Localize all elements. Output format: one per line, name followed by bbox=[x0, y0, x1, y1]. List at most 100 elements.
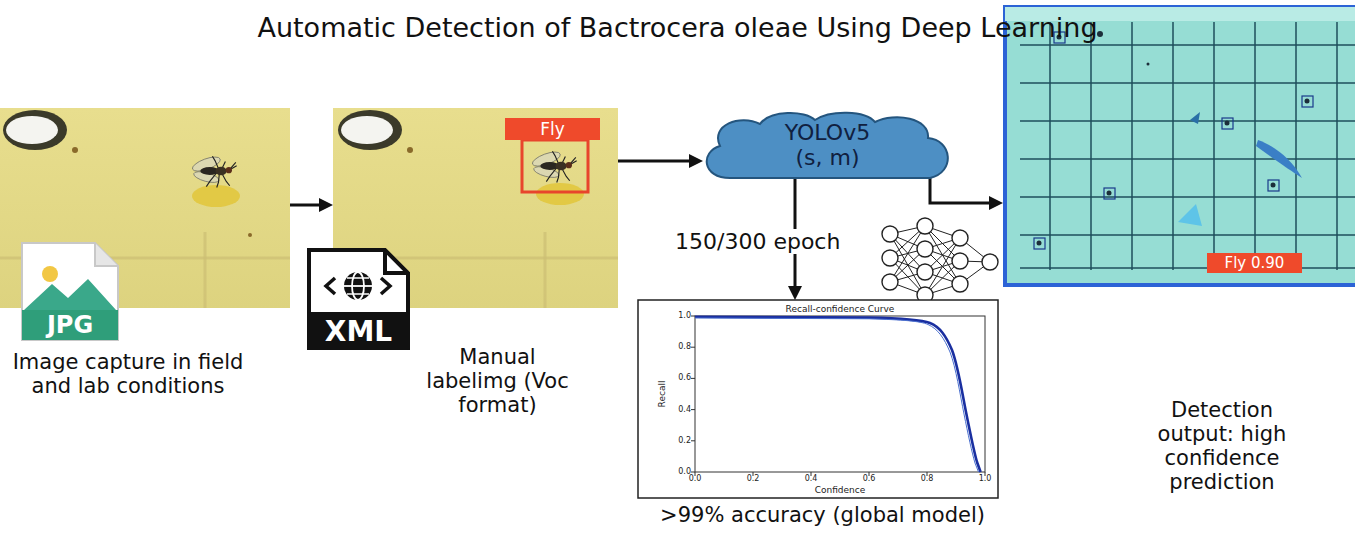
recall-chart-part-part bbox=[691, 440, 695, 441]
neural-net-icon-part-part bbox=[882, 250, 898, 266]
sticky-trap-output-part-part bbox=[1037, 241, 1042, 246]
neural-net-icon bbox=[882, 218, 998, 303]
neural-net-icon-part-part bbox=[952, 253, 968, 269]
sticky-trap-output-part-part bbox=[1268, 180, 1279, 191]
jpg-icon-part bbox=[42, 266, 58, 282]
photo-node: Image capture in field and lab condition… bbox=[0, 108, 290, 308]
xml-icon-part bbox=[326, 278, 335, 294]
tick-label: 0.8 bbox=[678, 342, 691, 352]
xml-icon-part bbox=[344, 285, 372, 287]
trap-photo-part bbox=[204, 232, 207, 308]
neural-net-icon-part-part bbox=[917, 264, 933, 280]
labelled-photo-part bbox=[338, 110, 402, 150]
sticky-trap-output-part-part bbox=[1097, 31, 1103, 37]
tick-label: 0.8 bbox=[921, 474, 934, 484]
detection-label-box: Fly 0.90 bbox=[1207, 253, 1302, 273]
sticky-trap-output-part-part bbox=[1020, 82, 1355, 84]
tick-label: 0.2 bbox=[747, 474, 760, 484]
sticky-trap-output-part-part bbox=[1020, 267, 1355, 269]
sticky-trap-output-part-part bbox=[1147, 63, 1150, 66]
output-image: Detection output: high confidence predic… bbox=[1003, 5, 1355, 285]
tick-label: 0.4 bbox=[805, 474, 818, 484]
neural-net-icon-part-part bbox=[982, 254, 998, 270]
sticky-trap-output-part-part bbox=[1090, 22, 1092, 270]
tick-label: 0.2 bbox=[678, 436, 691, 446]
neural-net-icon-part bbox=[882, 218, 998, 303]
jpg-icon-part bbox=[22, 310, 118, 340]
trap-photo-part bbox=[0, 108, 290, 308]
neural-net-icon-part-part bbox=[917, 218, 933, 234]
tick-label: 1.0 bbox=[979, 474, 992, 484]
sticky-trap-output-part-part bbox=[1222, 118, 1233, 129]
tick-label: 0.4 bbox=[678, 405, 691, 415]
xml-icon-part bbox=[307, 312, 410, 350]
diagram-title: Automatic Detection of Bactrocera oleae … bbox=[0, 12, 1355, 43]
flow-arrow bbox=[930, 178, 1003, 210]
xml-icon-part bbox=[381, 278, 390, 294]
recall-chart-part-part bbox=[691, 316, 695, 317]
neural-net-icon-part-part bbox=[882, 274, 898, 290]
sticky-trap-output-part-part bbox=[1305, 99, 1310, 104]
arrow-head bbox=[689, 154, 703, 168]
sticky-trap-output-part-part bbox=[1034, 238, 1045, 249]
xml-icon-part bbox=[385, 250, 408, 273]
recall-chart-part bbox=[691, 316, 985, 476]
photo-node: Manual labelimg (Voc format)Fly bbox=[333, 108, 618, 308]
sticky-trap-output-part bbox=[1034, 32, 1313, 249]
recall-chart-part-part bbox=[691, 409, 695, 410]
recall-chart-part-part bbox=[691, 347, 695, 348]
xml-icon-part bbox=[344, 272, 372, 300]
sticky-trap-output-part-part bbox=[1107, 191, 1112, 196]
arrow-line bbox=[618, 160, 695, 163]
arrow-line bbox=[930, 178, 995, 203]
tick-label: 1.0 bbox=[678, 311, 691, 321]
icon-label: XML bbox=[307, 312, 410, 350]
xml-icon-part bbox=[347, 277, 369, 279]
caption-text: Detection output: high confidence predic… bbox=[1147, 398, 1297, 495]
trap-photo-part bbox=[191, 154, 237, 187]
recall-chart-part-part bbox=[691, 472, 695, 473]
file-icon: XML bbox=[307, 248, 410, 350]
tick-label: 0.6 bbox=[863, 474, 876, 484]
arrow-head bbox=[788, 286, 802, 300]
tick-label: 0.0 bbox=[689, 474, 702, 484]
sticky-trap-output-part bbox=[1020, 22, 1355, 270]
labelled-photo-part bbox=[522, 140, 588, 192]
sticky-trap-output-part-part bbox=[1020, 196, 1355, 198]
sticky-trap-output-part-part bbox=[1271, 183, 1276, 188]
arrow-head bbox=[989, 196, 1003, 210]
sticky-trap-output-part-part bbox=[1213, 22, 1215, 270]
sticky-trap-output-part-part bbox=[1254, 22, 1256, 270]
axis-title: Recall bbox=[657, 381, 667, 408]
recall-chart bbox=[638, 300, 998, 498]
neural-net-icon-part-part bbox=[952, 230, 968, 246]
trap-photo bbox=[0, 108, 290, 308]
sticky-trap-output-part-part bbox=[1225, 121, 1230, 126]
recall-chart-part bbox=[695, 318, 979, 472]
icon-label: JPG bbox=[22, 310, 118, 340]
flow-arrow bbox=[290, 198, 333, 212]
flow-arrow bbox=[618, 154, 703, 168]
jpg-icon-part bbox=[22, 243, 118, 340]
sticky-trap-output-part-part bbox=[1172, 22, 1174, 270]
sticky-trap-output-part bbox=[1178, 204, 1202, 226]
sticky-trap-output-part bbox=[1256, 140, 1302, 178]
trap-photo-part bbox=[72, 147, 78, 153]
chart-title: Recall-confidence Curve bbox=[695, 303, 985, 315]
class-label-box: Fly bbox=[505, 118, 600, 140]
sticky-trap-output-part-part bbox=[1302, 96, 1313, 107]
caption-text: Image capture in field and lab condition… bbox=[8, 350, 248, 398]
jpg-icon-part bbox=[95, 243, 118, 266]
neural-net-icon-part bbox=[890, 226, 990, 295]
trap-photo-part bbox=[3, 110, 67, 150]
sticky-trap-output-part-part bbox=[1020, 234, 1355, 236]
epoch-label: 150/300 epoch bbox=[672, 229, 843, 254]
sticky-trap-output-part-part bbox=[1131, 22, 1133, 270]
recall-chart-part bbox=[695, 317, 981, 472]
neural-net-icon-part-part bbox=[952, 276, 968, 292]
model-name: YOLOv5 (s, m) bbox=[772, 120, 884, 171]
recall-chart-part bbox=[695, 316, 985, 472]
